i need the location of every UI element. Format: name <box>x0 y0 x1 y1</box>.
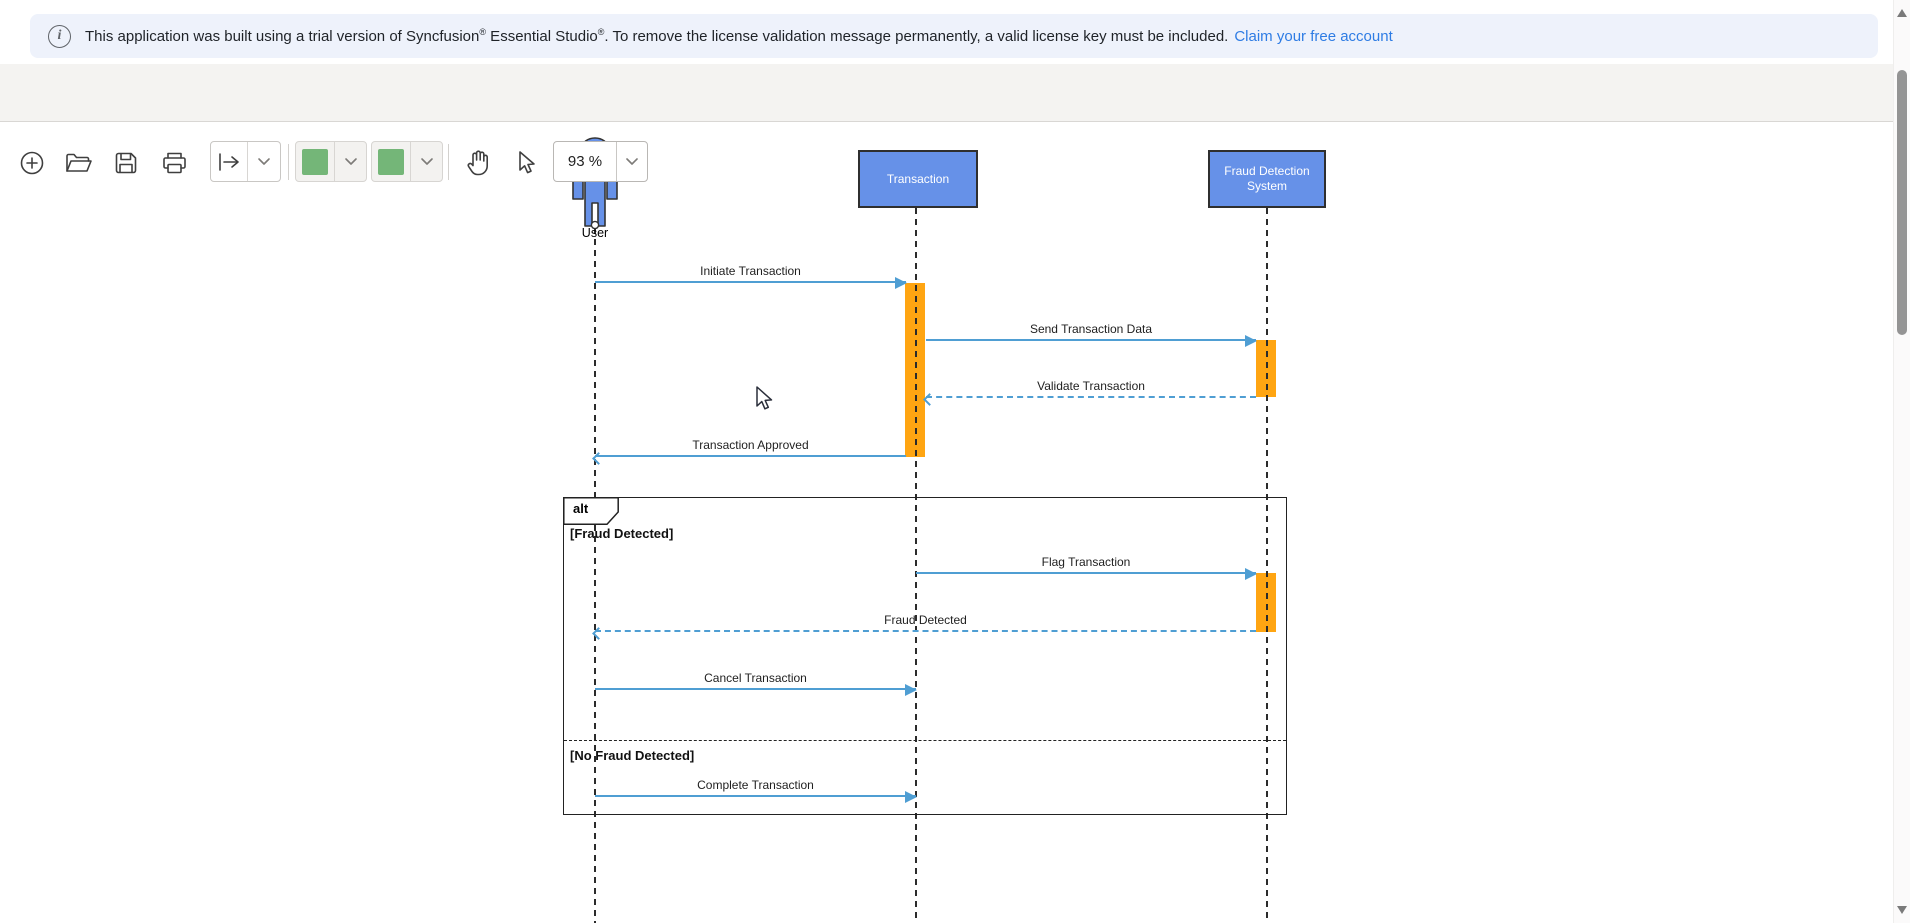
stroke-color-group <box>371 141 443 182</box>
open-button[interactable] <box>64 149 92 177</box>
chevron-down-icon <box>258 158 270 165</box>
arrowhead-open-icon <box>923 392 936 406</box>
arrowhead-filled-icon <box>895 277 907 289</box>
chevron-down-icon <box>420 158 433 165</box>
registered-mark: ® <box>597 27 605 37</box>
print-button[interactable] <box>160 149 188 177</box>
info-icon: i <box>48 24 71 48</box>
message-line <box>595 795 916 797</box>
license-message: This application was built using a trial… <box>85 27 1228 45</box>
fragment-divider <box>564 740 1286 741</box>
message-line <box>595 455 906 457</box>
registered-mark: ® <box>479 27 487 37</box>
message-label: Complete Transaction <box>697 778 814 792</box>
add-button[interactable] <box>18 149 46 177</box>
toolbar: 93 % <box>0 64 1893 182</box>
toolbar-separator <box>448 144 449 180</box>
message-cancel-transaction[interactable]: Cancel Transaction <box>595 666 917 696</box>
vertical-scrollbar[interactable] <box>1893 0 1910 923</box>
toolbar-separator <box>288 144 289 180</box>
message-label: Initiate Transaction <box>700 264 801 278</box>
message-complete-transaction[interactable]: Complete Transaction <box>595 773 917 803</box>
message-line-dashed <box>595 630 1256 632</box>
license-text-1: This application was built using a trial… <box>85 28 480 45</box>
stroke-color-dropdown-button[interactable] <box>411 142 442 181</box>
message-label: Send Transaction Data <box>1029 322 1153 336</box>
message-line <box>916 572 1256 574</box>
connector-tool-group <box>210 141 281 182</box>
alt-operator-tag <box>563 497 619 525</box>
lifeline-header-fraud-detection-system[interactable]: Fraud Detection System <box>1208 150 1326 208</box>
arrowhead-filled-icon <box>905 791 917 803</box>
message-label: Transaction Approved <box>692 438 809 452</box>
lifeline-label: Fraud Detection System <box>1224 164 1310 193</box>
save-icon <box>115 152 137 174</box>
lifeline-label: Transaction <box>886 171 950 186</box>
fill-color-button[interactable] <box>296 142 335 181</box>
fragment-condition-2: [No Fraud Detected] <box>570 748 695 763</box>
scrollbar-thumb[interactable] <box>1897 70 1907 335</box>
message-line-dashed <box>926 396 1256 398</box>
folder-open-icon <box>66 153 92 172</box>
claim-account-link[interactable]: Claim your free account <box>1234 27 1393 45</box>
pan-tool-button[interactable] <box>464 149 492 177</box>
save-button[interactable] <box>112 149 140 177</box>
mouse-cursor-icon <box>756 386 773 410</box>
alt-operator-label: alt <box>573 501 589 516</box>
stroke-color-button[interactable] <box>372 142 411 181</box>
message-label: Fraud Detected <box>884 613 967 627</box>
message-transaction-approved[interactable]: Transaction Approved <box>592 433 906 465</box>
message-send-transaction-data[interactable]: Send Transaction Data <box>926 317 1257 347</box>
fill-color-dropdown-button[interactable] <box>335 142 366 181</box>
message-fraud-detected[interactable]: Fraud Detected <box>592 608 1256 640</box>
license-banner: i This application was built using a tri… <box>30 14 1878 58</box>
lifeline-transaction[interactable] <box>915 208 917 923</box>
actor-label: User <box>581 226 609 240</box>
connector-dropdown-button[interactable] <box>248 142 280 181</box>
stroke-color-swatch <box>378 148 404 175</box>
message-initiate-transaction[interactable]: Initiate Transaction <box>595 259 907 289</box>
zoom-level-value[interactable]: 93 % <box>554 142 617 181</box>
scroll-down-icon[interactable] <box>1897 906 1907 914</box>
lifeline-header-transaction[interactable]: Transaction <box>858 150 978 208</box>
hand-icon <box>467 150 488 176</box>
pointer-tool-button[interactable] <box>512 149 540 177</box>
arrowhead-filled-icon <box>905 684 917 696</box>
alt-fragment[interactable]: alt [Fraud Detected] [No Fraud Detected] <box>563 497 1287 815</box>
connector-tool-button[interactable] <box>211 142 248 181</box>
message-line <box>595 688 916 690</box>
message-validate-transaction[interactable]: Validate Transaction <box>923 374 1256 406</box>
message-label: Cancel Transaction <box>704 671 807 685</box>
plus-circle-icon <box>20 151 44 175</box>
message-line <box>926 339 1256 341</box>
fill-color-swatch <box>302 148 328 175</box>
zoom-dropdown-button[interactable] <box>617 142 647 181</box>
printer-icon <box>162 152 186 174</box>
fragment-condition-1: [Fraud Detected] <box>570 526 674 541</box>
message-label: Validate Transaction <box>1037 379 1145 393</box>
message-line <box>595 281 906 283</box>
message-flag-transaction[interactable]: Flag Transaction <box>916 550 1257 580</box>
zoom-control: 93 % <box>553 141 648 182</box>
message-label: Flag Transaction <box>1041 555 1131 569</box>
cursor-icon <box>519 151 535 174</box>
license-text-2: Essential Studio <box>486 28 598 45</box>
chevron-down-icon <box>344 158 357 165</box>
lifeline-user[interactable] <box>594 228 596 923</box>
scroll-up-icon[interactable] <box>1897 9 1907 17</box>
arrowhead-filled-icon <box>1245 335 1257 347</box>
lifeline-fraud-detection-system[interactable] <box>1266 208 1268 923</box>
chevron-down-icon <box>626 158 638 165</box>
connector-arrow-icon <box>219 152 239 171</box>
fill-color-group <box>295 141 367 182</box>
arrowhead-filled-icon <box>1245 568 1257 580</box>
license-text-3: . To remove the license validation messa… <box>604 28 1229 45</box>
